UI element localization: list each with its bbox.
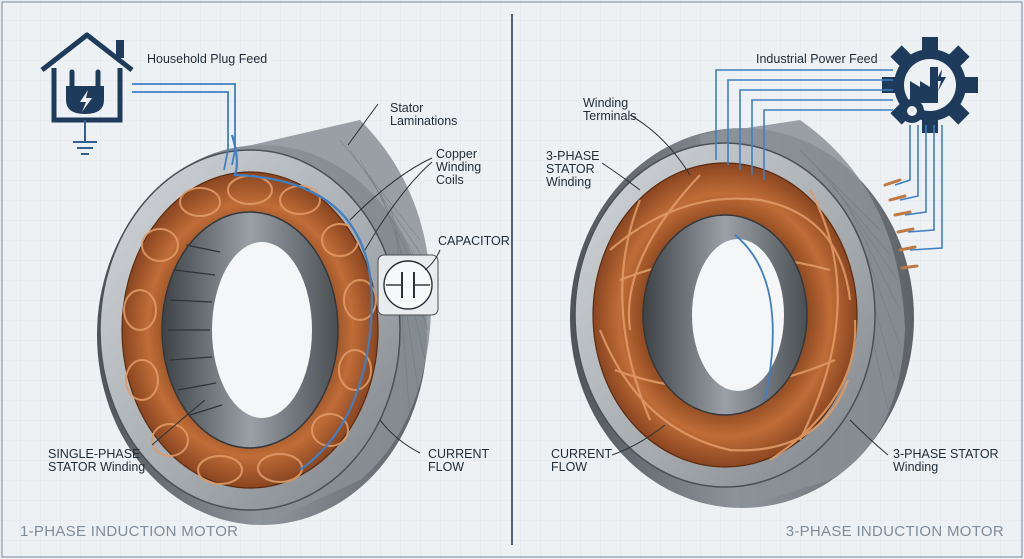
factory-gear-icon xyxy=(882,37,978,133)
current-flow-wire xyxy=(230,134,374,471)
current-flow-right-leader xyxy=(611,424,666,456)
ground-icon xyxy=(73,120,97,155)
right-panel-title: 3-PHASE INDUCTION MOTOR xyxy=(786,523,1004,540)
capacitor-label: CAPACITOR xyxy=(438,234,510,248)
bore-teeth xyxy=(168,244,223,416)
stator-winding-top-label-3: Winding xyxy=(546,175,591,189)
plug-feed-wires xyxy=(132,83,236,171)
winding-terminals-label-2: Terminals xyxy=(583,109,637,123)
stator-winding-bottom-label-1: 3-PHASE STATOR xyxy=(893,447,999,461)
current-flow-left-leader xyxy=(379,419,421,454)
bore-opening xyxy=(212,242,312,418)
stator-laminations-label-2: Laminations xyxy=(390,114,457,128)
stator-winding-bottom-label-2: Winding xyxy=(893,460,938,474)
single-phase-winding-leader xyxy=(151,399,206,446)
copper-coils-label-1: Copper xyxy=(436,147,477,161)
current-flow-wire-3ph xyxy=(734,234,774,401)
capacitor-symbol xyxy=(383,260,433,310)
stator-winding-top-leader xyxy=(601,162,641,191)
winding-terminals-leader xyxy=(629,114,691,176)
current-flow-left-label-2: FLOW xyxy=(428,460,464,474)
current-flow-left-label-1: CURRENT xyxy=(428,447,489,461)
copper-coils-label-3: Coils xyxy=(436,173,464,187)
single-phase-motor xyxy=(97,120,439,525)
copper-coils-label-2: Winding xyxy=(436,160,481,174)
stator-winding-top-label-2: STATOR xyxy=(546,162,595,176)
house-plug-icon xyxy=(40,32,134,123)
bore-opening-3ph xyxy=(692,239,784,391)
single-phase-winding-label-2: STATOR Winding xyxy=(48,460,145,474)
single-phase-winding-label-1: SINGLE-PHASE xyxy=(48,447,140,461)
winding-terminals-label-1: Winding xyxy=(583,96,628,110)
three-phase-motor xyxy=(570,120,919,508)
current-flow-right-label-2: FLOW xyxy=(551,460,587,474)
copper-coils-leader xyxy=(349,157,433,221)
plug-feed-label: Household Plug Feed xyxy=(147,52,267,66)
stator-laminations-leader xyxy=(347,103,379,146)
left-panel-title: 1-PHASE INDUCTION MOTOR xyxy=(20,523,238,540)
capacitor-leader xyxy=(424,249,441,271)
industrial-feed-wires xyxy=(715,69,943,251)
stator-winding-bottom-leader xyxy=(849,419,889,456)
copper-coil-loops xyxy=(123,175,377,485)
stator-laminations-label-1: Stator xyxy=(390,101,423,115)
power-feed-label: Industrial Power Feed xyxy=(756,52,878,66)
stator-winding-top-label-1: 3-PHASE xyxy=(546,149,600,163)
winding-terminal-pins xyxy=(883,178,919,270)
interwoven-coils xyxy=(598,174,857,461)
current-flow-right-label-1: CURRENT xyxy=(551,447,612,461)
